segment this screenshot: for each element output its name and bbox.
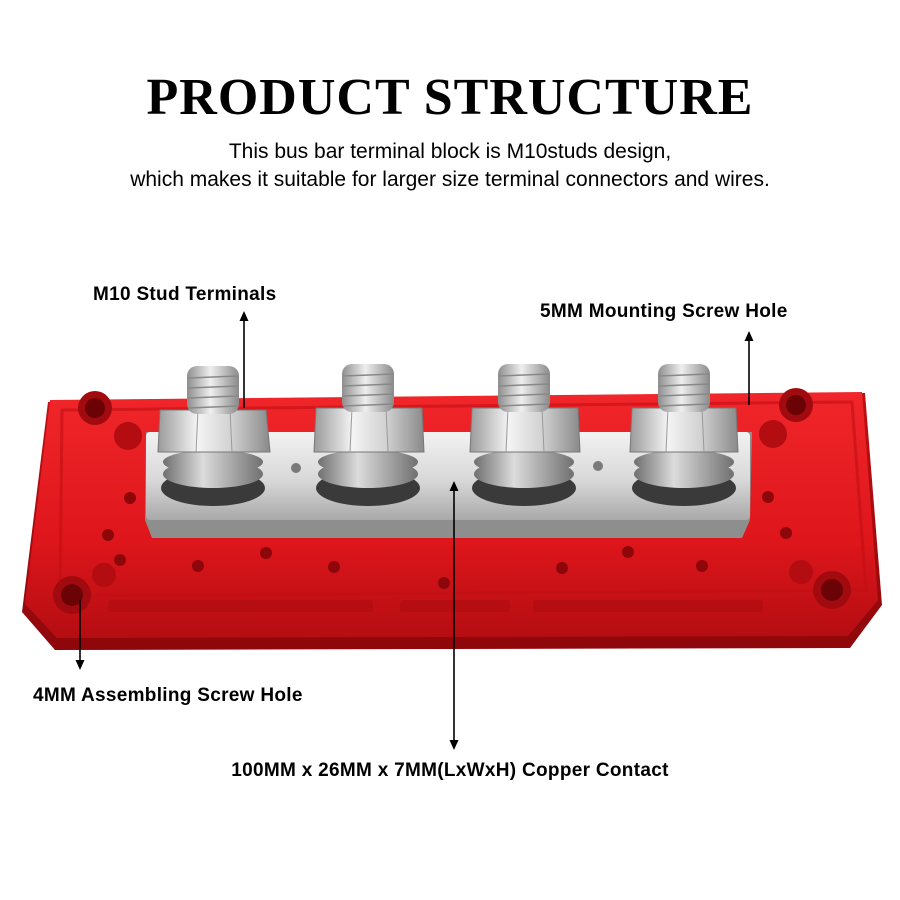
copper-contact-label: 100MM x 26MM x 7MM(LxWxH) Copper Contact	[231, 760, 669, 781]
assembling-hole-label: 4MM Assembling Screw Hole	[33, 685, 303, 706]
page-title: PRODUCT STRUCTURE	[146, 69, 754, 126]
stud-terminals	[157, 364, 739, 506]
product-description: This bus bar terminal block is M10studs …	[0, 138, 900, 194]
description-line-2: which makes it suitable for larger size …	[130, 168, 770, 191]
stud-terminals-label: M10 Stud Terminals	[93, 284, 277, 305]
copper-contact-plate	[145, 432, 752, 538]
mounting-hole-arrow	[744, 331, 754, 405]
stud-terminal-2	[313, 364, 425, 506]
description-line-1: This bus bar terminal block is M10studs …	[228, 140, 672, 163]
stud-terminal-3	[469, 364, 581, 506]
stud-terminals-arrow	[239, 311, 249, 408]
stud-terminal-4	[629, 364, 739, 506]
assembling-hole-arrow	[75, 600, 85, 670]
mounting-hole-label: 5MM Mounting Screw Hole	[540, 301, 788, 322]
copper-contact-arrow	[449, 481, 459, 750]
stud-terminal-1	[157, 366, 271, 506]
